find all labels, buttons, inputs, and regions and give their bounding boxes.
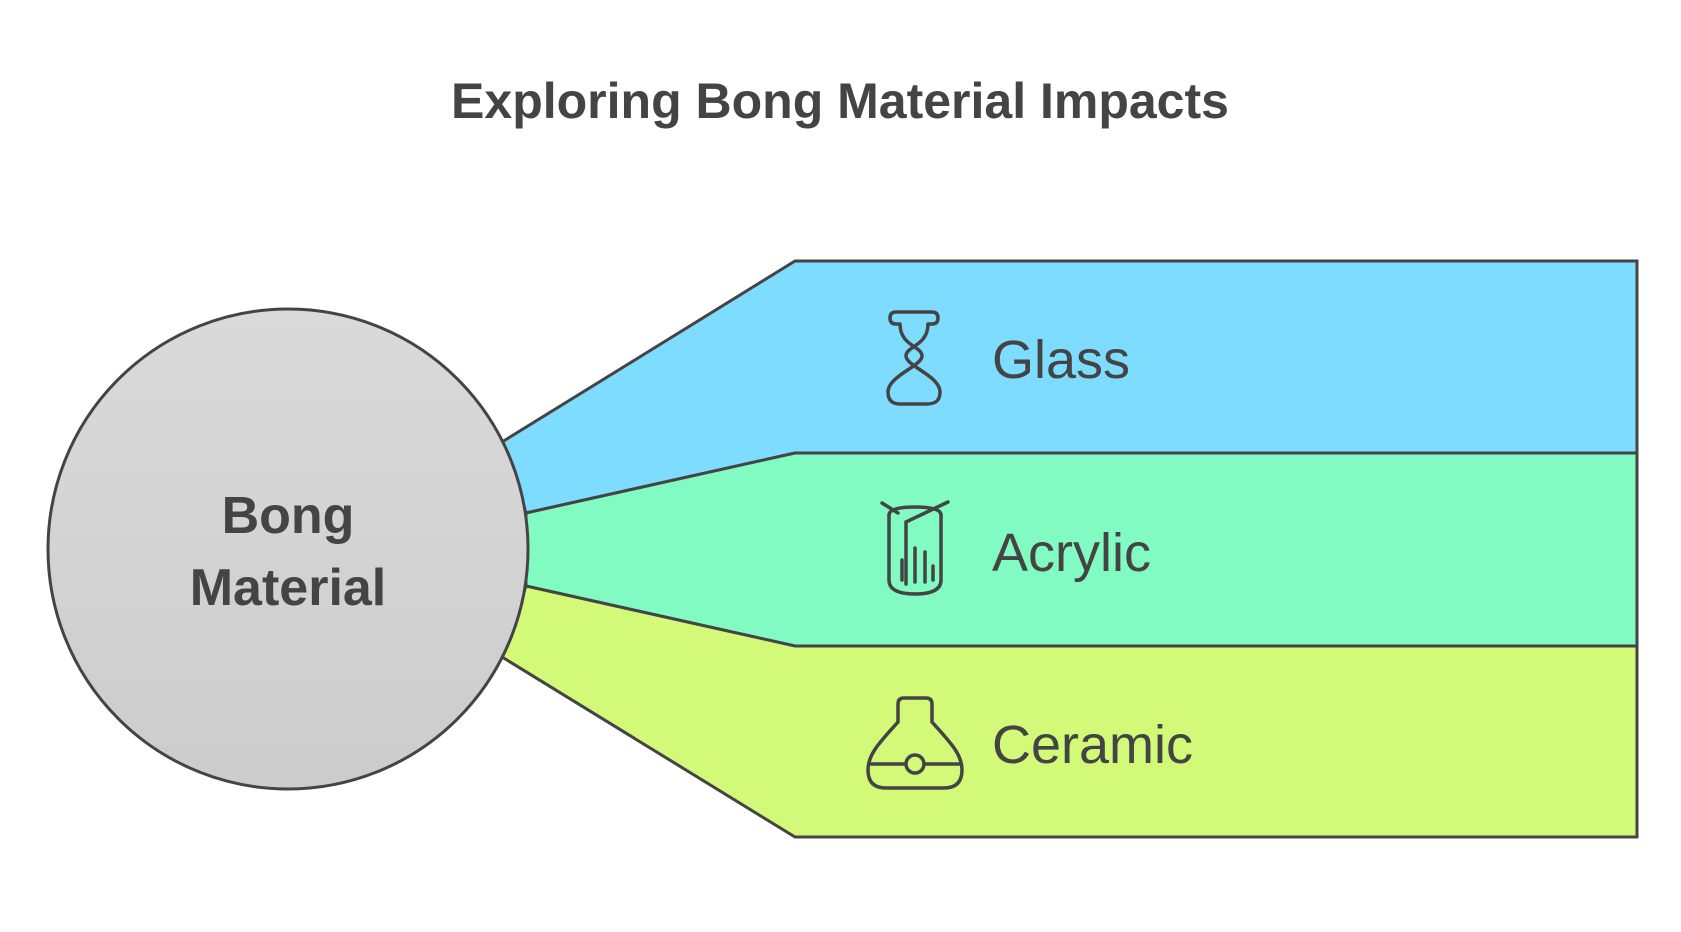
ceramic-flask-icon	[866, 696, 964, 790]
hub-label-line1: Bong	[222, 487, 355, 545]
glass-vase-icon	[886, 310, 942, 406]
branch-label-ceramic: Ceramic	[992, 715, 1193, 775]
hub-label-line2: Material	[190, 559, 387, 617]
branch-label-glass: Glass	[992, 330, 1130, 390]
page-title: Exploring Bong Material Impacts	[451, 73, 1229, 129]
hub-circle	[46, 307, 530, 791]
acrylic-tube-icon	[880, 500, 950, 596]
branch-label-acrylic: Acrylic	[992, 523, 1151, 583]
